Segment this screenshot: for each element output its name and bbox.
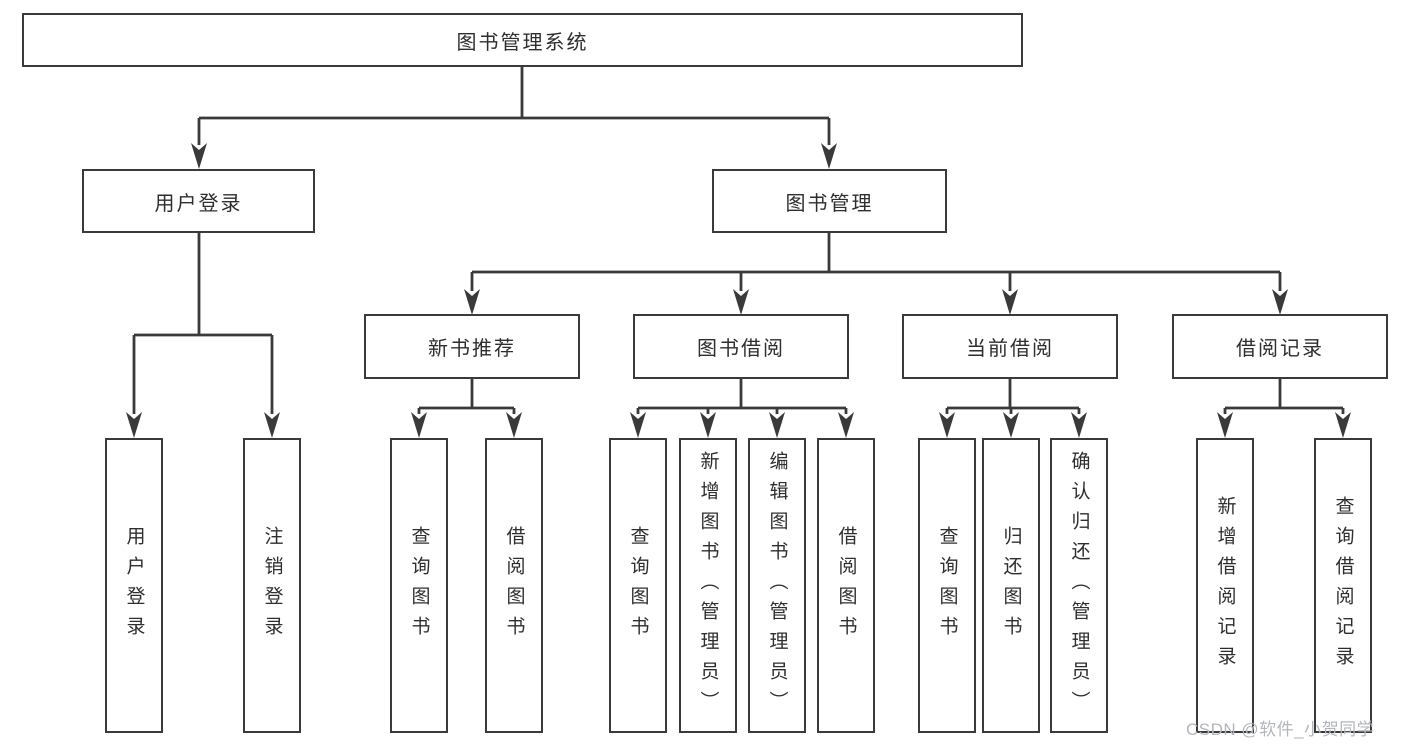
- node-library-system: 图书管理系统: [22, 13, 1023, 67]
- arrow-icon: [1217, 412, 1233, 438]
- arrow-icon: [1071, 412, 1087, 438]
- arrow-icon: [939, 412, 955, 438]
- node-bb-borrow-books: 借阅图书: [817, 438, 875, 733]
- node-cb-query-books: 查询图书: [918, 438, 976, 733]
- arrow-icon: [733, 289, 749, 315]
- node-bb-edit-books-admin: 编辑图书（管理员）: [748, 438, 806, 733]
- node-new-book-recommend: 新书推荐: [364, 314, 580, 379]
- arrow-icon: [700, 412, 716, 438]
- node-br-add-record: 新增借阅记录: [1196, 438, 1254, 733]
- arrow-icon: [264, 412, 280, 438]
- node-borrowing-records: 借阅记录: [1172, 314, 1388, 379]
- node-user-login-leaf: 用户登录: [105, 438, 163, 733]
- node-book-management: 图书管理: [712, 169, 947, 233]
- node-nr-query-books: 查询图书: [390, 438, 448, 733]
- arrow-icon: [191, 143, 207, 169]
- arrow-icon: [821, 143, 837, 169]
- node-bb-query-books: 查询图书: [609, 438, 667, 733]
- arrow-icon: [630, 412, 646, 438]
- arrow-icon: [464, 289, 480, 315]
- arrow-icon: [838, 412, 854, 438]
- node-current-borrowing: 当前借阅: [902, 314, 1118, 379]
- arrow-icon: [1272, 289, 1288, 315]
- arrow-icon: [506, 412, 522, 438]
- arrow-icon: [1003, 412, 1019, 438]
- arrow-icon: [1335, 412, 1351, 438]
- node-cb-confirm-return-admin: 确认归还（管理员）: [1050, 438, 1108, 733]
- arrow-icon: [411, 412, 427, 438]
- node-user-login: 用户登录: [82, 169, 315, 233]
- node-bb-add-books-admin: 新增图书（管理员）: [679, 438, 737, 733]
- node-nr-borrow-books: 借阅图书: [485, 438, 543, 733]
- arrow-icon: [1002, 289, 1018, 315]
- node-br-query-record: 查询借阅记录: [1314, 438, 1372, 733]
- node-logout: 注销登录: [243, 438, 301, 733]
- watermark-text: CSDN @软件_小贺同学: [1186, 720, 1375, 739]
- arrow-icon: [126, 412, 142, 438]
- node-book-borrowing: 图书借阅: [633, 314, 849, 379]
- node-cb-return-books: 归还图书: [982, 438, 1040, 733]
- arrow-icon: [769, 412, 785, 438]
